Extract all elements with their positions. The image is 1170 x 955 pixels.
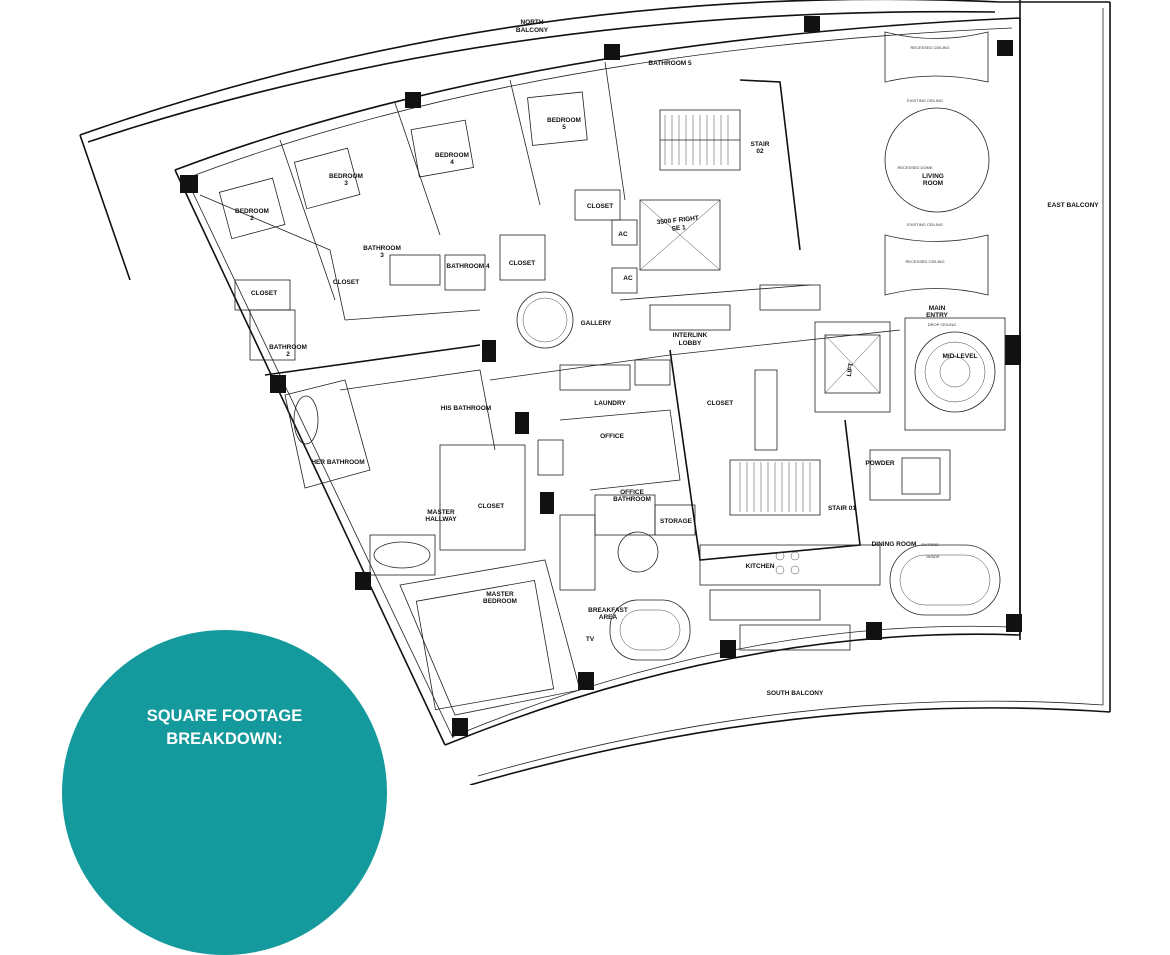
laundry-label: LAUNDRY: [594, 400, 626, 407]
recessed-dome-label: RECESSED DOME: [897, 165, 932, 170]
east-balcony-label: EAST BALCONY: [1047, 202, 1099, 209]
building-envelope: [174, 17, 1021, 746]
kitchen-dining: [609, 544, 1001, 661]
service-lift-label: 3500 F RIGHTSE 1: [656, 215, 700, 234]
existing-ceiling-2-label: EXISTING CEILING: [907, 222, 943, 227]
south-balcony-label: SOUTH BALCONY: [767, 690, 824, 697]
existing-ceiling-1-label: EXISTING CEILING: [907, 98, 943, 103]
badge-line-1: SQUARE FOOTAGE: [146, 707, 303, 725]
closet-label: CLOSET: [509, 260, 535, 267]
closet-label: CLOSET: [251, 290, 277, 297]
badge-line-2: BREAKDOWN:: [166, 730, 283, 748]
closet-label: CLOSET: [587, 203, 613, 210]
square-footage-badge: SQUARE FOOTAGE BREAKDOWN:: [62, 630, 387, 955]
his-bathroom-label: HIS BATHROOM: [441, 405, 491, 412]
recessed-ceiling-1-label: RECESSED CEILING: [910, 45, 949, 50]
her-bathroom-label: HER BATHROOM: [311, 459, 364, 466]
service-rooms: [537, 359, 696, 591]
bedroom-wing-walls: [199, 61, 626, 361]
structural-columns: [180, 16, 1022, 736]
mid-level-label: MID-LEVEL: [942, 353, 977, 360]
tv-label: TV: [586, 636, 595, 643]
bathroom-4-label: BATHROOM 4: [446, 263, 490, 270]
storage-label: STORAGE: [660, 518, 693, 525]
lift-label: LIFT: [846, 362, 855, 377]
office-label: OFFICE: [600, 433, 624, 440]
stair-02: [611, 79, 811, 301]
south-balcony-outline: [469, 700, 1111, 785]
drop-ceiling-label: DROP CEILING: [928, 322, 957, 327]
stair-01-label: STAIR 01: [828, 505, 856, 512]
outside-label: OUTSIDE: [921, 542, 939, 547]
dining-room-label: DINING ROOM: [872, 541, 917, 548]
stair-01: [669, 349, 951, 561]
square-footage-title: SQUARE FOOTAGE BREAKDOWN:: [62, 705, 387, 751]
bathroom-5-label: BATHROOM 5: [648, 60, 692, 67]
inside-label: INSIDE: [926, 554, 940, 559]
north-balcony-outline: [79, 0, 1001, 281]
powder-label: POWDER: [865, 460, 895, 467]
ac-label: AC: [623, 275, 633, 282]
main-entry: [814, 317, 1006, 431]
master-suite: [264, 344, 581, 716]
closet-label: CLOSET: [333, 279, 359, 286]
living-room-ceiling: [884, 31, 990, 296]
gallery-label: GALLERY: [581, 320, 612, 327]
kitchen-label: KITCHEN: [746, 563, 775, 570]
closet-label: CLOSET: [707, 400, 733, 407]
closet-label: CLOSET: [478, 503, 504, 510]
ac-label: AC: [618, 231, 628, 238]
recessed-ceiling-2-label: RECESSED CEILING: [905, 259, 944, 264]
